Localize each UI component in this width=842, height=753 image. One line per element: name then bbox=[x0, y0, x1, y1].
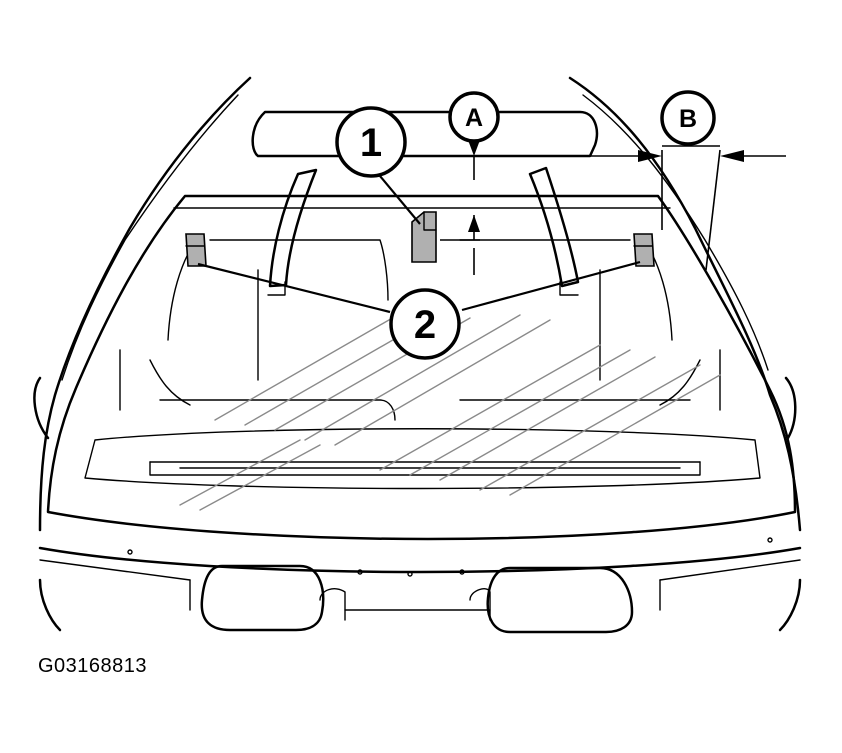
rearview-mirror bbox=[251, 110, 599, 158]
dimension-b-indicator bbox=[600, 145, 786, 271]
callout-b-label: B bbox=[679, 105, 697, 133]
spacer-block-center bbox=[411, 211, 437, 263]
callout-1: 1 bbox=[335, 106, 407, 178]
spacer-block-left bbox=[185, 233, 207, 267]
windshield-trim-strip-right bbox=[528, 166, 580, 288]
hood-front bbox=[38, 578, 802, 632]
spacer-block-right bbox=[633, 233, 655, 267]
cowl-panel bbox=[38, 537, 802, 581]
interior-background bbox=[119, 234, 721, 421]
dimension-a-indicator bbox=[440, 140, 600, 275]
callout-a: A bbox=[448, 91, 500, 143]
figure-code: G03168813 bbox=[38, 655, 148, 677]
callout-1-label: 1 bbox=[360, 121, 382, 165]
vehicle-body-outline bbox=[33, 76, 802, 532]
callout-2: 2 bbox=[389, 288, 461, 360]
side-mirror-left bbox=[200, 564, 325, 632]
windshield-trim-strip-left bbox=[268, 168, 318, 288]
windshield-glass bbox=[46, 194, 797, 541]
side-mirror-right bbox=[486, 566, 634, 634]
callout-b: B bbox=[660, 90, 716, 146]
callout-2-label: 2 bbox=[414, 303, 436, 347]
instrument-panel bbox=[84, 428, 761, 490]
leader-lines bbox=[197, 175, 641, 314]
callout-a-label: A bbox=[465, 104, 483, 132]
